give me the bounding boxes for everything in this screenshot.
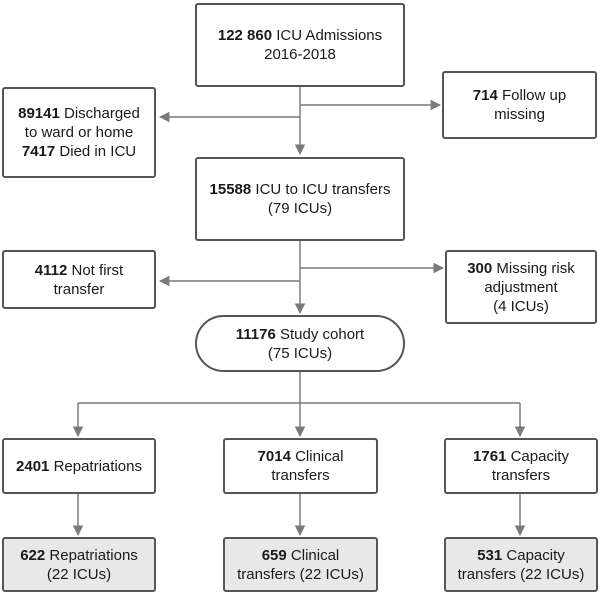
discharged-text: to ward or home: [24, 124, 134, 141]
cohort-line-1: 11176 Study cohort: [236, 325, 364, 344]
missingrisk-count: 300: [467, 259, 493, 277]
transfers-count: 15588: [209, 181, 252, 198]
admissions-text: ICU Admissions: [272, 27, 383, 44]
repat1-count: 2401: [16, 457, 50, 475]
notfirst-line-1: 4112 Not first: [35, 261, 123, 280]
transfers-line-1: 15588 ICU to ICU transfers: [210, 180, 391, 199]
repatriations-final-box: 622 Repatriations(22 ICUs): [2, 537, 156, 592]
missingrisk-line-1: 300 Missing risk: [467, 259, 575, 278]
clinical1-line-1: 7014 Clinical: [258, 447, 344, 466]
notfirst-count: 4112: [34, 261, 68, 279]
repat2-text: Repatriations: [45, 546, 138, 564]
missingrisk-text: (4 ICUs): [493, 297, 549, 315]
admissions-count: 122 860: [217, 27, 273, 44]
clinical1-count: 7014: [257, 448, 291, 465]
clinical1-text: transfers: [271, 467, 330, 484]
capacity1-line-2: transfers: [492, 466, 550, 485]
repat1-line-1: 2401 Repatriations: [16, 457, 142, 476]
missingrisk-line-2: adjustment: [484, 278, 557, 297]
capacity1-count: 1761: [473, 448, 507, 465]
capacity1-text: transfers: [491, 467, 551, 484]
repatriations-box: 2401 Repatriations: [2, 438, 156, 494]
admissions-line-2: 2016-2018: [264, 45, 336, 64]
notfirst-line-2: transfer: [54, 280, 105, 299]
repat2-line-1: 622 Repatriations: [20, 546, 138, 565]
discharged-count: 7417: [21, 143, 56, 160]
repat2-count: 622: [20, 546, 46, 564]
discharged-line-1: 89141 Discharged: [18, 104, 140, 123]
clinical2-count: 659: [261, 546, 287, 564]
capacity1-line-1: 1761 Capacity: [473, 447, 569, 466]
discharged-text: Discharged: [59, 105, 140, 122]
clinical1-text: Clinical: [290, 448, 344, 465]
cohort-count: 11176: [235, 325, 276, 343]
transfers-text: ICU to ICU transfers: [251, 181, 391, 198]
cohort-line-2: (75 ICUs): [268, 344, 332, 363]
notfirst-text: transfer: [53, 280, 105, 298]
capacity2-count: 531: [477, 546, 503, 564]
capacity2-text: transfers (22 ICUs): [457, 565, 585, 583]
cohort-box: 11176 Study cohort(75 ICUs): [195, 315, 405, 372]
capacity2-text: Capacity: [502, 546, 565, 564]
admissions-text: 2016-2018: [264, 46, 336, 63]
notfirst-text: Not first: [67, 261, 124, 279]
transfers-text: (79 ICUs): [267, 200, 333, 217]
repat1-text: Repatriations: [49, 457, 142, 475]
capacity1-text: Capacity: [506, 448, 569, 465]
repat2-line-2: (22 ICUs): [47, 565, 111, 584]
discharged-text: Died in ICU: [55, 143, 137, 160]
missingrisk-text: Missing risk: [492, 259, 575, 277]
discharged-line-3: 7417 Died in ICU: [22, 142, 136, 161]
followup-line-2: missing: [494, 105, 545, 124]
followup-text: missing: [494, 106, 545, 123]
missingrisk-text: adjustment: [484, 278, 558, 296]
cohort-text: Study cohort: [275, 325, 365, 343]
repat2-text: (22 ICUs): [46, 565, 112, 583]
followup-line-1: 714 Follow up: [473, 86, 566, 105]
clinical2-line-1: 659 Clinical: [262, 546, 340, 565]
transfers-line-2: (79 ICUs): [268, 199, 332, 218]
missingrisk-line-3: (4 ICUs): [493, 297, 549, 316]
capacity2-line-1: 531 Capacity: [477, 546, 565, 565]
admissions-line-1: 122 860 ICU Admissions: [218, 26, 382, 45]
followup-count: 714: [472, 87, 498, 104]
cohort-text: (75 ICUs): [267, 344, 333, 362]
clinical1-line-2: transfers: [271, 466, 329, 485]
discharged-count: 89141: [18, 105, 60, 122]
transfers-box: 15588 ICU to ICU transfers(79 ICUs): [195, 157, 405, 241]
capacity2-line-2: transfers (22 ICUs): [458, 565, 585, 584]
followup-text: Follow up: [497, 87, 567, 104]
clinical2-line-2: transfers (22 ICUs): [237, 565, 364, 584]
clinical2-text: transfers (22 ICUs): [237, 565, 364, 583]
clinical2-text: Clinical: [286, 546, 340, 564]
discharged-line-2: to ward or home: [25, 123, 133, 142]
